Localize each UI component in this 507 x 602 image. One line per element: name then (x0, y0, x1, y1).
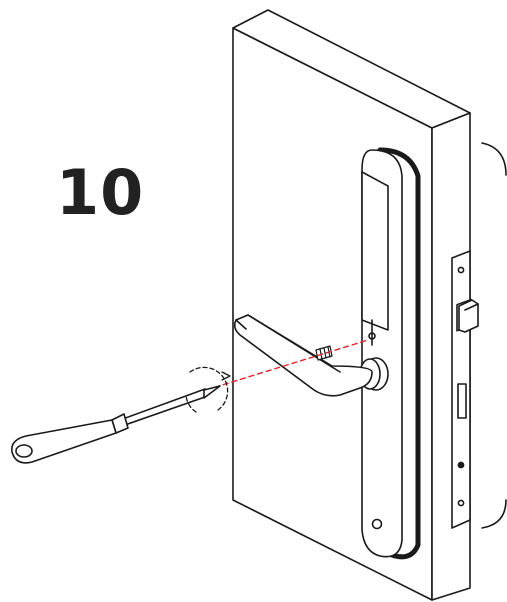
mortise-lock-icon (451, 250, 479, 529)
door-handle-icon (233, 147, 421, 560)
screwdriver-icon (10, 385, 221, 464)
step-number: 10 (56, 156, 145, 229)
alignment-guide (205, 339, 369, 391)
rotate-arrow-icon (185, 366, 231, 413)
